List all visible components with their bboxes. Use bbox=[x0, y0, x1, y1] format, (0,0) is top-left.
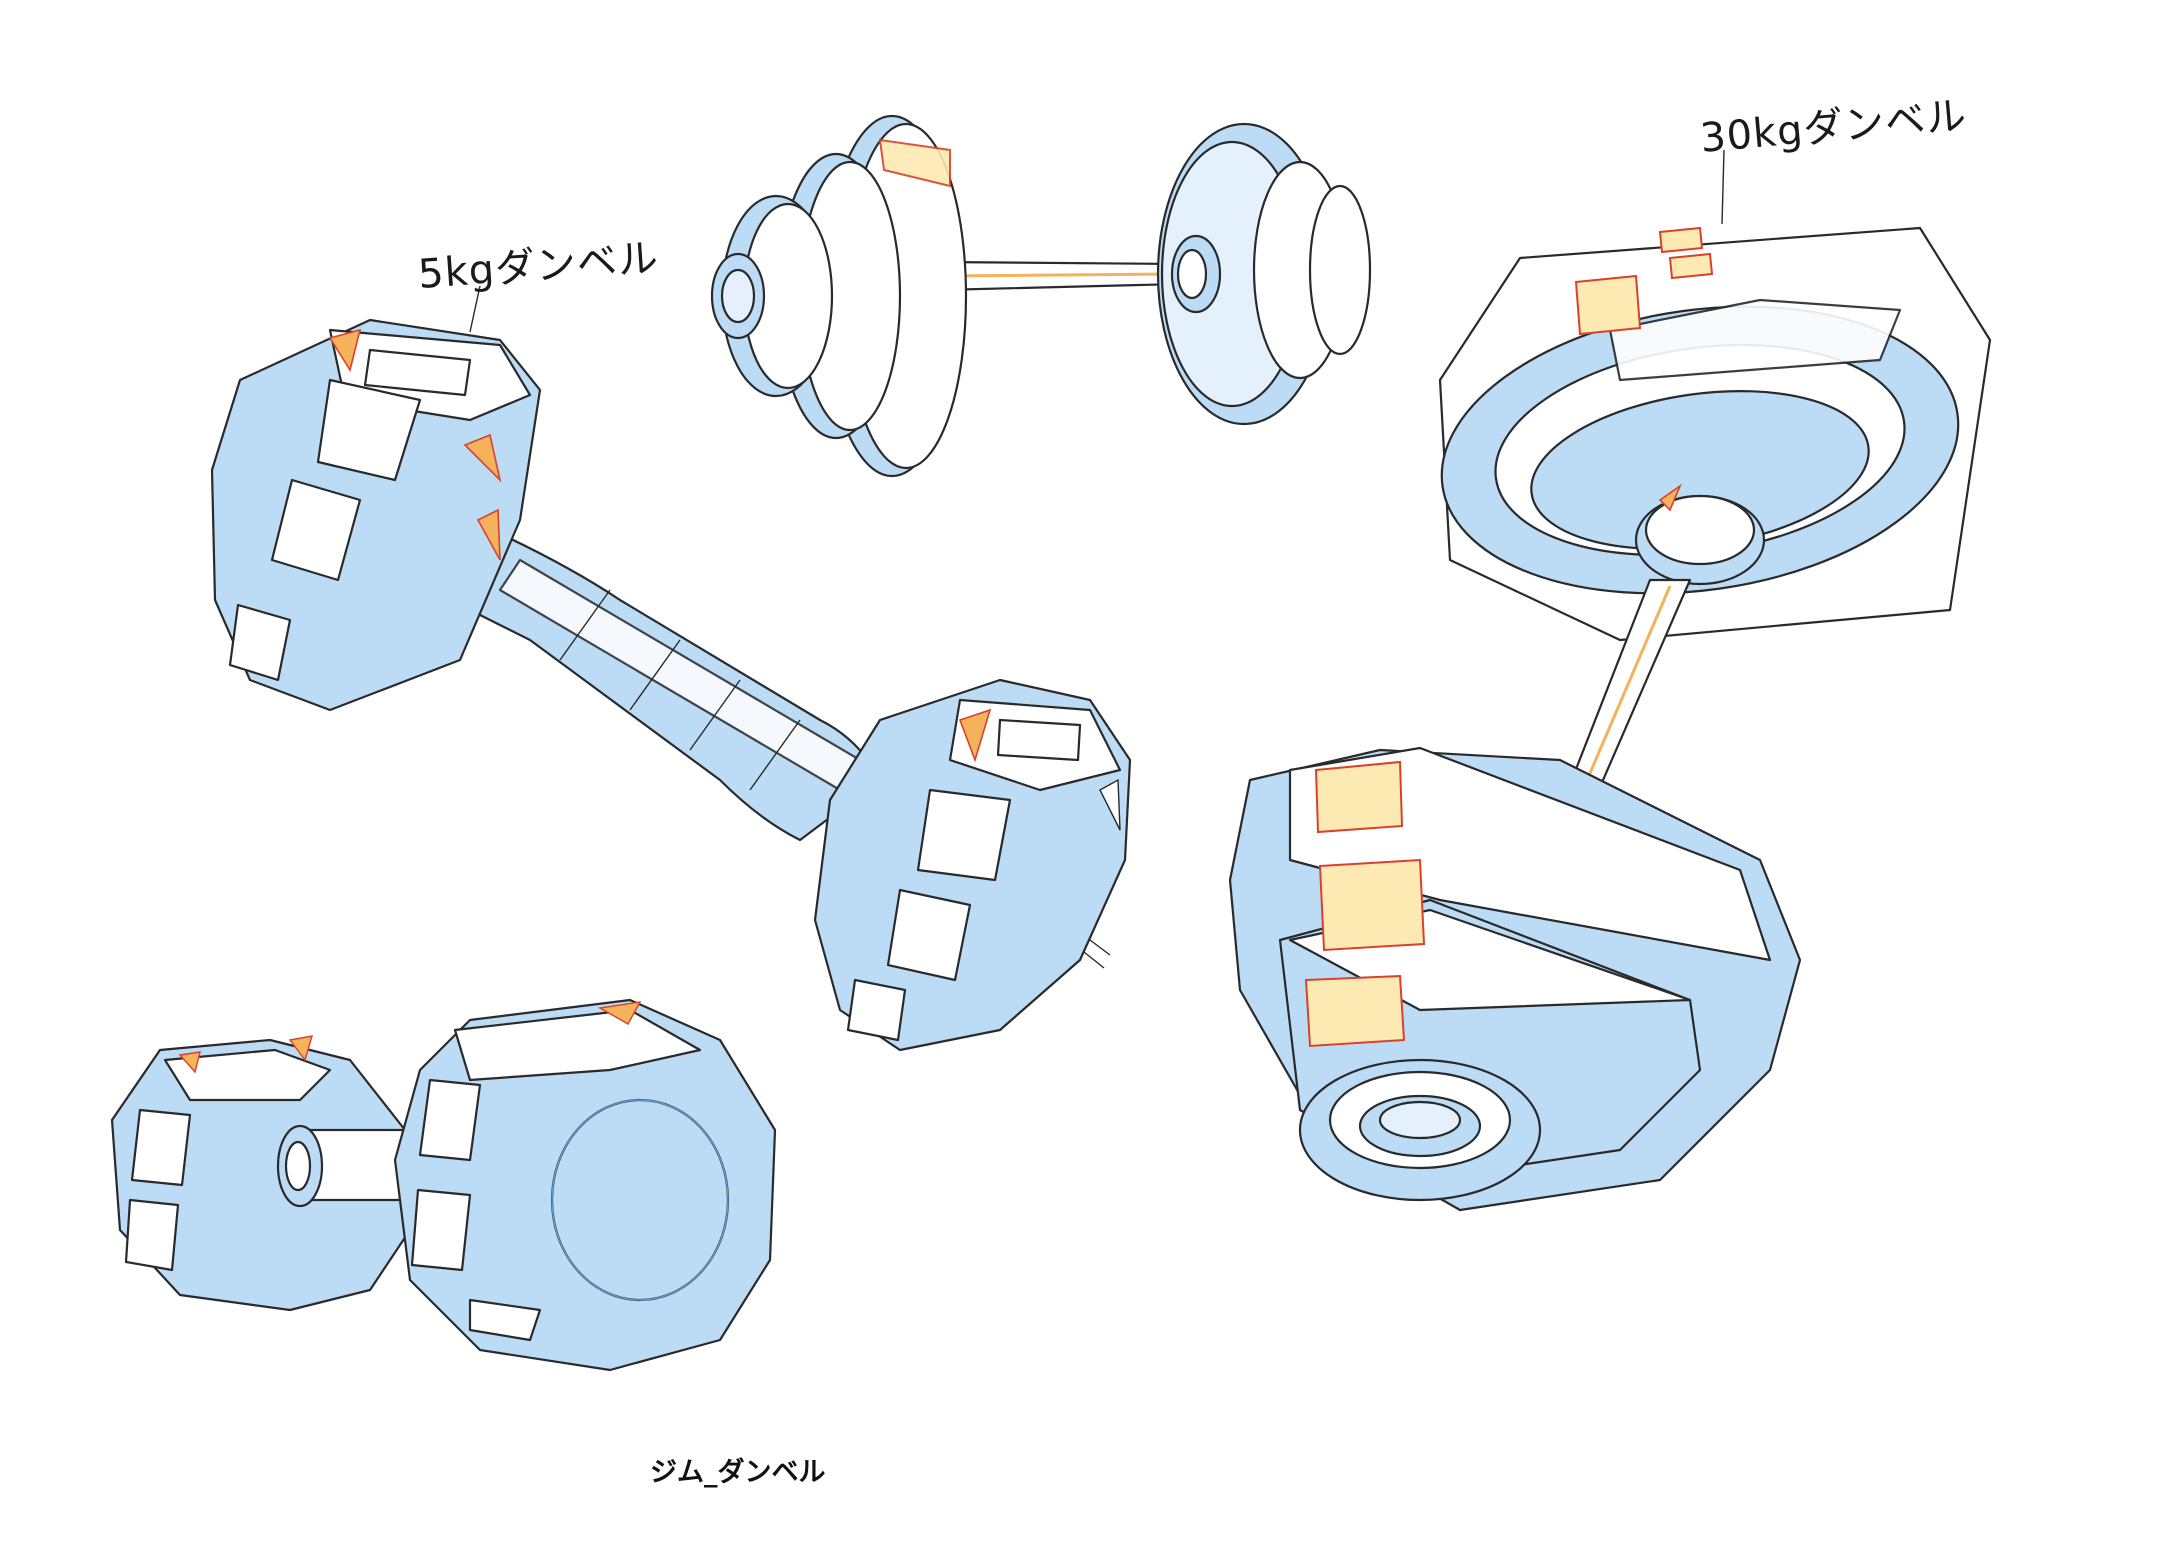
dumbbell-30kg bbox=[1228, 226, 1992, 1212]
sheet-caption: ジム_ダンベル bbox=[650, 1457, 826, 1488]
dumbbell-5kg bbox=[210, 318, 1132, 1052]
label-5kg-pointer bbox=[469, 285, 481, 333]
label-30kg-pointer bbox=[1721, 149, 1725, 225]
small-barbell bbox=[710, 114, 1372, 478]
hex-dumbbell bbox=[110, 998, 777, 1372]
